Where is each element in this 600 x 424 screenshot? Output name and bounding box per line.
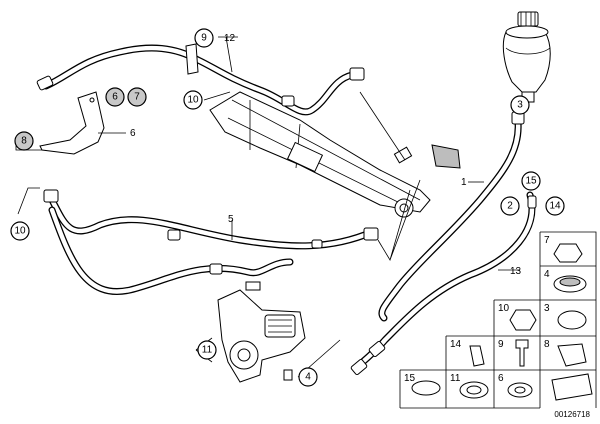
grid-label-11: 11 <box>450 373 461 384</box>
grid-label-3: 3 <box>544 303 550 314</box>
grid-label-8: 8 <box>544 339 550 350</box>
grid-label-15: 15 <box>404 373 416 384</box>
callout-7: 7 <box>127 87 147 107</box>
callout-10-left: 10 <box>10 221 30 241</box>
callout-1: 1 <box>461 177 467 188</box>
svg-text:11: 11 <box>202 345 213 356</box>
grid-label-7: 7 <box>544 235 550 246</box>
grid-part-clamp-3 <box>557 310 587 330</box>
svg-text:8: 8 <box>21 136 27 147</box>
callout-2: 2 <box>500 196 520 216</box>
grid-label-14: 14 <box>450 339 462 350</box>
grid-part-bolt-9 <box>515 339 529 367</box>
callout-9: 9 <box>194 28 214 48</box>
hose-reservoir-1 <box>378 118 522 322</box>
hose-clamp-fittings <box>36 43 537 376</box>
bracket-6 <box>39 91 105 155</box>
grid-label-6: 6 <box>498 373 504 384</box>
grid-part-nut-7 <box>553 243 583 263</box>
svg-text:10: 10 <box>14 226 26 237</box>
grid-part-mat <box>551 373 593 401</box>
svg-text:3: 3 <box>517 100 523 111</box>
callout-12: 12 <box>224 33 236 44</box>
callout-8: 8 <box>14 131 34 151</box>
power-steering-pump <box>217 281 306 383</box>
grid-part-clamp-15 <box>411 380 441 396</box>
callout-11: 11 <box>197 340 217 360</box>
hose-return-13 <box>352 191 536 372</box>
grid-label-9: 9 <box>498 339 504 350</box>
hose-upper-left <box>42 44 356 116</box>
hose-main-5 <box>48 196 376 250</box>
hose-lower-left <box>48 206 294 295</box>
callout-5: 5 <box>228 214 234 225</box>
grid-part-clip-14 <box>469 345 485 367</box>
callout-14: 14 <box>545 196 565 216</box>
svg-text:15: 15 <box>525 176 537 187</box>
callout-15: 15 <box>521 171 541 191</box>
svg-text:4: 4 <box>305 372 311 383</box>
callout-13: 13 <box>510 266 522 277</box>
figure-reference-number: 00126718 <box>554 410 590 419</box>
grid-part-nut-10 <box>509 309 537 331</box>
callout-4: 4 <box>298 367 318 387</box>
svg-text:2: 2 <box>507 201 513 212</box>
fluid-reservoir <box>502 11 551 103</box>
callout-6-bracket: 6 <box>130 128 136 139</box>
svg-text:7: 7 <box>134 92 140 103</box>
callout-3: 3 <box>510 95 530 115</box>
small-parts-grid: 7 4 10 3 14 9 8 15 11 6 <box>399 231 597 409</box>
svg-text:10: 10 <box>187 95 199 106</box>
grid-label-4: 4 <box>544 269 550 280</box>
grid-part-bracket-8 <box>557 343 587 367</box>
svg-text:6: 6 <box>112 92 118 103</box>
svg-text:9: 9 <box>201 33 207 44</box>
steering-rack <box>209 91 461 218</box>
svg-text:14: 14 <box>549 201 561 212</box>
callout-10-top: 10 <box>183 90 203 110</box>
callout-6-top: 6 <box>105 87 125 107</box>
grid-label-10: 10 <box>498 303 510 314</box>
